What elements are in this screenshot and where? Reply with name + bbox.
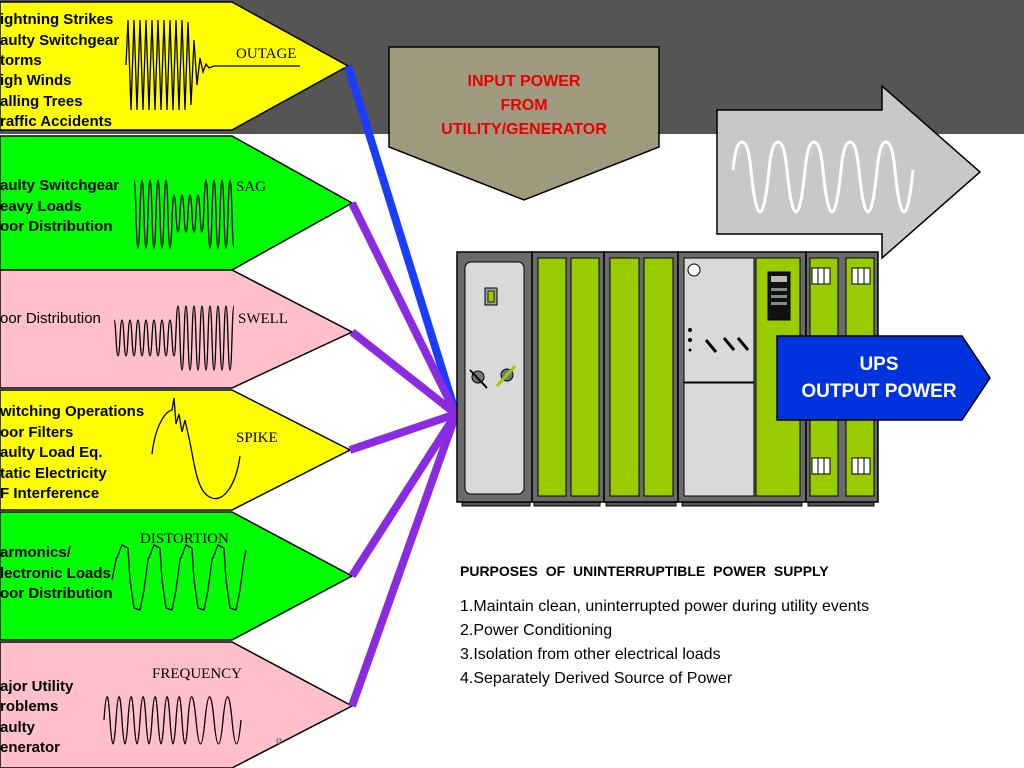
input-power-line-2: FROM <box>500 97 547 114</box>
spike-label: SPIKE <box>236 430 278 446</box>
outage-waveform-icon <box>125 19 300 111</box>
panel-sag-line-2: eavy Loads <box>0 198 82 215</box>
panel-frequency: ajor Utility roblems aulty enerator FREQ… <box>0 641 354 768</box>
panel-sag: aulty Switchgear eavy Loads oor Distribu… <box>0 135 354 271</box>
control-switches-icon <box>688 328 750 353</box>
outage-label: OUTAGE <box>236 46 296 62</box>
output-sine-wave-icon <box>731 140 915 214</box>
output-sine-arrow <box>716 84 982 260</box>
distortion-label: DISTORTION <box>140 531 229 547</box>
panel-spike-line-5: F Interference <box>0 485 99 502</box>
purpose-item: 1.Maintain clean, uninterrupted power du… <box>460 598 870 615</box>
input-power-line-1: INPUT POWER <box>468 73 581 90</box>
connector-lines <box>344 64 460 708</box>
panel-sag-line-1: aulty Switchgear <box>0 177 119 194</box>
vent-grille-icon <box>851 457 871 475</box>
purposes-title: PURPOSES OF UNINTERRUPTIBLE POWER SUPPLY <box>460 563 829 579</box>
panel-spike-line-3: aulty Load Eq. <box>0 444 103 461</box>
purpose-item: 4.Separately Derived Source of Power <box>460 670 733 687</box>
panel-outage-line-4: igh Winds <box>0 72 72 89</box>
panel-distortion: armonics/ lectronic Loads oor Distributi… <box>0 511 354 641</box>
connector-outage <box>344 64 460 416</box>
frequency-waveform-icon <box>103 696 242 745</box>
connector-swell <box>349 328 459 418</box>
connector-sag <box>348 201 460 416</box>
input-power-line-3: UTILITY/GENERATOR <box>441 121 607 138</box>
distortion-waveform-icon <box>111 544 247 611</box>
panel-frequency-line-1: ajor Utility <box>0 678 74 695</box>
connector-frequency <box>348 412 460 708</box>
panel-swell-line-1: oor Distribution <box>0 310 101 327</box>
vent-grille-icon <box>851 267 871 285</box>
panel-distortion-line-2: lectronic Loads <box>0 565 111 582</box>
ups-output-arrow: UPS OUTPUT POWER <box>776 335 991 421</box>
purpose-item: 2.Power Conditioning <box>460 622 613 639</box>
purpose-item: 3.Isolation from other electrical loads <box>460 646 721 663</box>
panel-frequency-line-4: enerator <box>0 739 60 756</box>
swell-label: SWELL <box>238 311 288 327</box>
panel-frequency-line-2: roblems <box>0 698 58 715</box>
purposes-list: PURPOSES OF UNINTERRUPTIBLE POWER SUPPLY… <box>460 563 1000 691</box>
panel-spike-line-2: oor Filters <box>0 424 73 441</box>
panel-spike-line-1: witching Operations <box>0 403 144 420</box>
panel-sag-line-3: oor Distribution <box>0 218 113 235</box>
panel-outage-line-2: aulty Switchgear <box>0 32 119 49</box>
connector-spike <box>348 410 458 454</box>
sag-waveform-icon <box>133 179 235 249</box>
input-power-box: INPUT POWER FROM UTILITY/GENERATOR <box>388 46 660 201</box>
swell-waveform-icon <box>113 305 235 371</box>
sag-label: SAG <box>236 179 266 195</box>
panel-distortion-line-3: oor Distribution <box>0 585 113 602</box>
panel-spike-line-4: tatic Electricity <box>0 465 107 482</box>
ups-output-line-1: UPS <box>859 354 898 375</box>
connector-distortion <box>348 411 460 579</box>
panel-frequency-line-3: aulty <box>0 719 36 736</box>
panel-outage: ightning Strikes aulty Switchgear torms … <box>0 1 350 131</box>
panel-outage-line-1: ightning Strikes <box>0 11 113 28</box>
frequency-label: FREQUENCY <box>152 666 242 682</box>
footer-text-fragment: e <box>276 732 282 747</box>
panel-outage-line-6: raffic Accidents <box>0 113 112 130</box>
ups-output-line-2: OUTPUT POWER <box>801 381 956 402</box>
panel-distortion-line-1: armonics/ <box>0 544 72 561</box>
panel-spike: witching Operations oor Filters aulty Lo… <box>0 389 352 511</box>
vent-grille-icon <box>811 267 831 285</box>
spike-waveform-icon <box>151 397 241 500</box>
panel-swell: oor Distribution SWELL <box>0 269 354 389</box>
vent-grille-icon <box>811 457 831 475</box>
panel-outage-line-5: alling Trees <box>0 93 83 110</box>
panel-outage-line-3: torms <box>0 52 42 69</box>
